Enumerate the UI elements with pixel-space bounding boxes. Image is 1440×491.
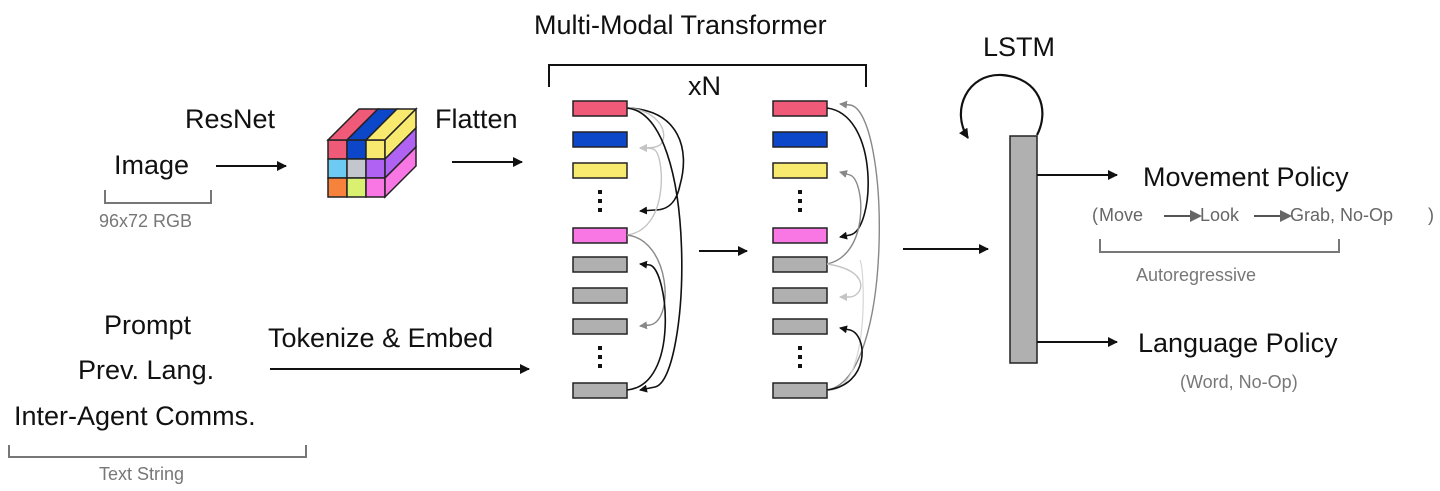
token-red (572, 100, 628, 117)
attention-arc (626, 260, 666, 391)
movement-action-look: Look (1200, 205, 1240, 225)
text-string-bracket (8, 445, 307, 458)
cube-front-cell (346, 139, 367, 160)
token-gray (572, 318, 628, 335)
ellipsis-dot (798, 355, 802, 359)
cube-front-cell (346, 177, 367, 198)
transformer-repeat-bracket (548, 64, 867, 87)
token-gray (772, 287, 828, 304)
token-red (772, 100, 828, 117)
image-label: Image (114, 150, 190, 180)
text-input-line-prev-lang: Prev. Lang. (78, 355, 215, 385)
ellipsis-dot (798, 190, 802, 194)
ellipsis-dot (598, 364, 602, 368)
attention-arc (826, 263, 862, 301)
attention-arc (626, 107, 685, 215)
image-size-bracket (104, 190, 212, 204)
ellipsis-dot (598, 346, 602, 350)
cube-front-cell (327, 177, 348, 198)
lstm-bar (1009, 135, 1038, 364)
attention-arcs-layer-2 (826, 100, 880, 391)
token-yellow (572, 162, 628, 179)
attention-arc (826, 325, 863, 391)
text-input-line-comms: Inter-Agent Comms. (14, 401, 256, 431)
movement-action-move: Move (1099, 205, 1144, 225)
repeat-label: xN (688, 71, 721, 101)
text-input-line-prompt: Prompt (104, 310, 192, 340)
feature-cube (326, 107, 418, 199)
movement-actions-open-paren: ( (1092, 205, 1098, 225)
attention-arc (826, 100, 880, 391)
token-gray (572, 287, 628, 304)
ellipsis-dot (598, 190, 602, 194)
autoregressive-caption: Autoregressive (1136, 265, 1257, 285)
token-gray (772, 382, 828, 399)
attention-arc (626, 234, 666, 330)
tokenize-embed-label: Tokenize & Embed (268, 323, 494, 353)
language-policy-subtitle: (Word, No-Op) (1180, 372, 1298, 392)
autoregressive-bracket (1099, 239, 1340, 253)
token-column-layer-1 (572, 100, 628, 399)
ellipsis-dot (798, 199, 802, 203)
lstm-label: LSTM (983, 32, 1056, 62)
token-yellow (772, 162, 828, 179)
ellipsis-dot (598, 355, 602, 359)
movement-action-grab-noop: Grab, No-Op (1290, 205, 1394, 225)
image-size-caption: 96x72 RGB (99, 211, 193, 231)
attention-arc (626, 107, 683, 393)
cube-front-cell (365, 158, 386, 179)
token-gray (572, 256, 628, 273)
cube-front-cell (327, 139, 348, 160)
attention-arc (626, 107, 665, 152)
attention-arcs-layer-1 (626, 107, 685, 393)
token-blue (772, 131, 828, 148)
cube-front-cell (365, 177, 386, 198)
ellipsis-dot (798, 364, 802, 368)
transformer-title: Multi-Modal Transformer (534, 10, 827, 40)
token-gray (572, 382, 628, 399)
attention-arc (826, 170, 862, 265)
token-pink (772, 227, 828, 244)
flatten-label: Flatten (435, 104, 518, 134)
token-pink (572, 227, 628, 244)
ellipsis-dot (798, 346, 802, 350)
token-gray (772, 318, 828, 335)
ellipsis-dot (598, 208, 602, 212)
text-string-caption: Text String (99, 464, 185, 484)
ellipsis-dot (798, 208, 802, 212)
token-gray (772, 256, 828, 273)
ellipsis-dot (598, 199, 602, 203)
lstm-recurrent-loop-icon (958, 73, 1044, 139)
movement-policy-title: Movement Policy (1143, 162, 1349, 192)
cube-front-cell (327, 158, 348, 179)
attention-arc (626, 144, 662, 236)
resnet-label: ResNet (185, 104, 276, 134)
movement-actions-close-paren: ) (1428, 205, 1434, 225)
attention-arc (826, 107, 869, 240)
cube-side-cell (384, 145, 417, 199)
cube-front-cell (346, 158, 367, 179)
token-column-layer-2 (772, 100, 828, 399)
token-blue (572, 131, 628, 148)
language-policy-title: Language Policy (1138, 328, 1338, 358)
cube-front-cell (365, 139, 386, 160)
